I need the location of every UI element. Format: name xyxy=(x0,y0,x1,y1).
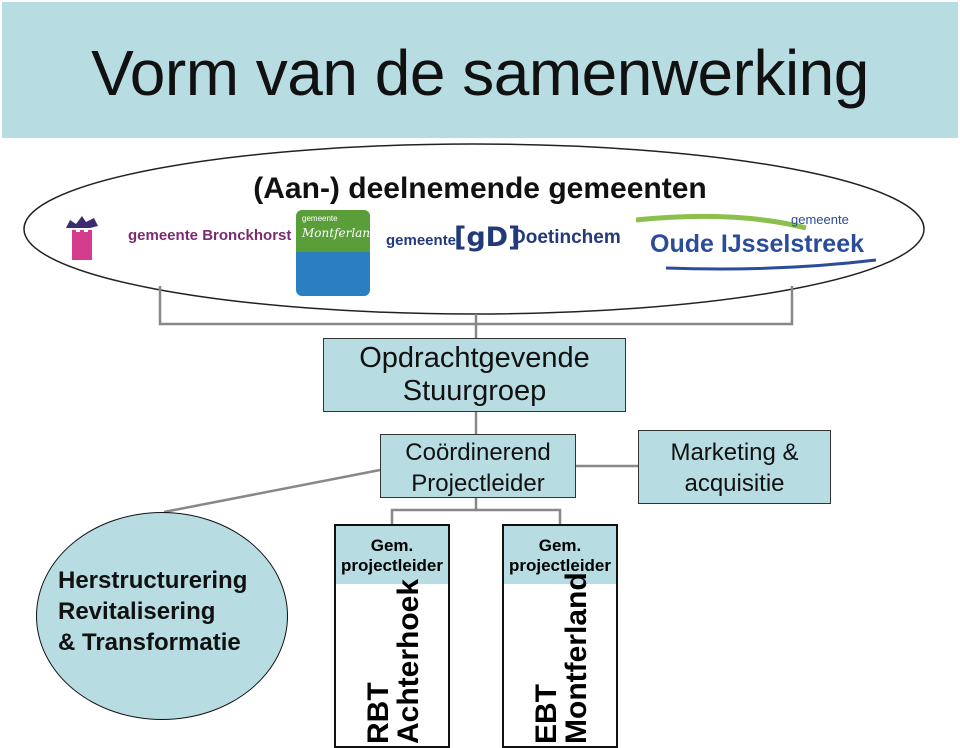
doetinchem-mark: [gD] xyxy=(454,222,521,253)
rbt-body-text: RBT Achterhoek xyxy=(362,578,425,744)
stuurgroep-box: Opdrachtgevende Stuurgroep xyxy=(323,338,626,412)
projectleider-box: Coördinerend Projectleider xyxy=(380,434,576,498)
projectleider-line-2: Projectleider xyxy=(411,470,545,497)
ebt-body-line-2: Montferland xyxy=(560,572,593,744)
bronckhorst-name: gemeente Bronckhorst xyxy=(128,227,292,244)
herstructurering-ellipse xyxy=(36,512,288,720)
projectleider-line-1: Coördinerend xyxy=(405,439,551,466)
rbt-head: Gem. projectleider xyxy=(336,526,448,584)
oude-ijsselstreek-name: Oude IJsselstreek xyxy=(650,230,865,258)
rbt-head-line-2: projectleider xyxy=(340,556,444,575)
doetinchem-prefix: gemeente xyxy=(386,232,457,249)
montferland-small: gemeente xyxy=(302,214,338,223)
page-title: Vorm van de samenwerking xyxy=(91,37,869,109)
ebt-column: Gem. projectleider EBT Montferland xyxy=(502,524,618,748)
oude-ijsselstreek-swoosh-icon xyxy=(636,213,877,271)
rbt-column: Gem. projectleider RBT Achterhoek xyxy=(334,524,450,748)
participants-ellipse xyxy=(23,143,925,315)
montferland-logo: gemeente Montferland xyxy=(296,210,378,296)
doetinchem-logo: gemeente [gD] Doetinchem xyxy=(386,222,626,262)
rbt-body: RBT Achterhoek xyxy=(336,579,448,748)
ebt-body-text: EBT Montferland xyxy=(530,572,593,744)
stuurgroep-line-2: Stuurgroep xyxy=(402,375,547,407)
stuurgroep-line-1: Opdrachtgevende xyxy=(359,342,590,374)
connector-coord-herstr xyxy=(163,468,381,514)
rbt-head-line-1: Gem. xyxy=(370,536,414,555)
ellipse-title: (Aan-) deelnemende gemeenten xyxy=(253,172,707,205)
marketing-line-1: Marketing & xyxy=(670,439,799,466)
herstructurering-line-1: Herstructurering xyxy=(58,567,248,594)
ebt-body-line-1: EBT xyxy=(530,684,563,744)
ebt-head: Gem. projectleider xyxy=(504,526,616,584)
oude-ijsselstreek-logo: gemeente Oude IJsselstreek xyxy=(636,210,886,274)
connector-coord-ebt xyxy=(476,508,562,524)
doetinchem-name: Doetinchem xyxy=(512,227,621,248)
herstructurering-text: Herstructurering Revitalisering & Transf… xyxy=(58,565,247,658)
herstructurering-line-3: & Transformatie xyxy=(58,629,241,656)
title-band: Vorm van de samenwerking xyxy=(2,2,958,138)
oude-ijsselstreek-small: gemeente xyxy=(791,212,849,227)
herstructurering-line-2: Revitalisering xyxy=(58,598,216,625)
bronckhorst-crest-icon xyxy=(66,216,98,260)
montferland-name: Montferland xyxy=(302,226,378,240)
ebt-head-line-2: projectleider xyxy=(508,556,612,575)
bronckhorst-logo: gemeente Bronckhorst xyxy=(60,212,291,262)
marketing-line-2: acquisitie xyxy=(684,470,785,497)
marketing-box: Marketing & acquisitie xyxy=(638,430,831,504)
rbt-body-line-1: RBT xyxy=(362,682,395,744)
rbt-body-line-2: Achterhoek xyxy=(392,578,425,744)
ebt-head-line-1: Gem. xyxy=(538,536,582,555)
connector-coord-gems xyxy=(390,498,478,524)
ebt-body: EBT Montferland xyxy=(504,572,616,748)
